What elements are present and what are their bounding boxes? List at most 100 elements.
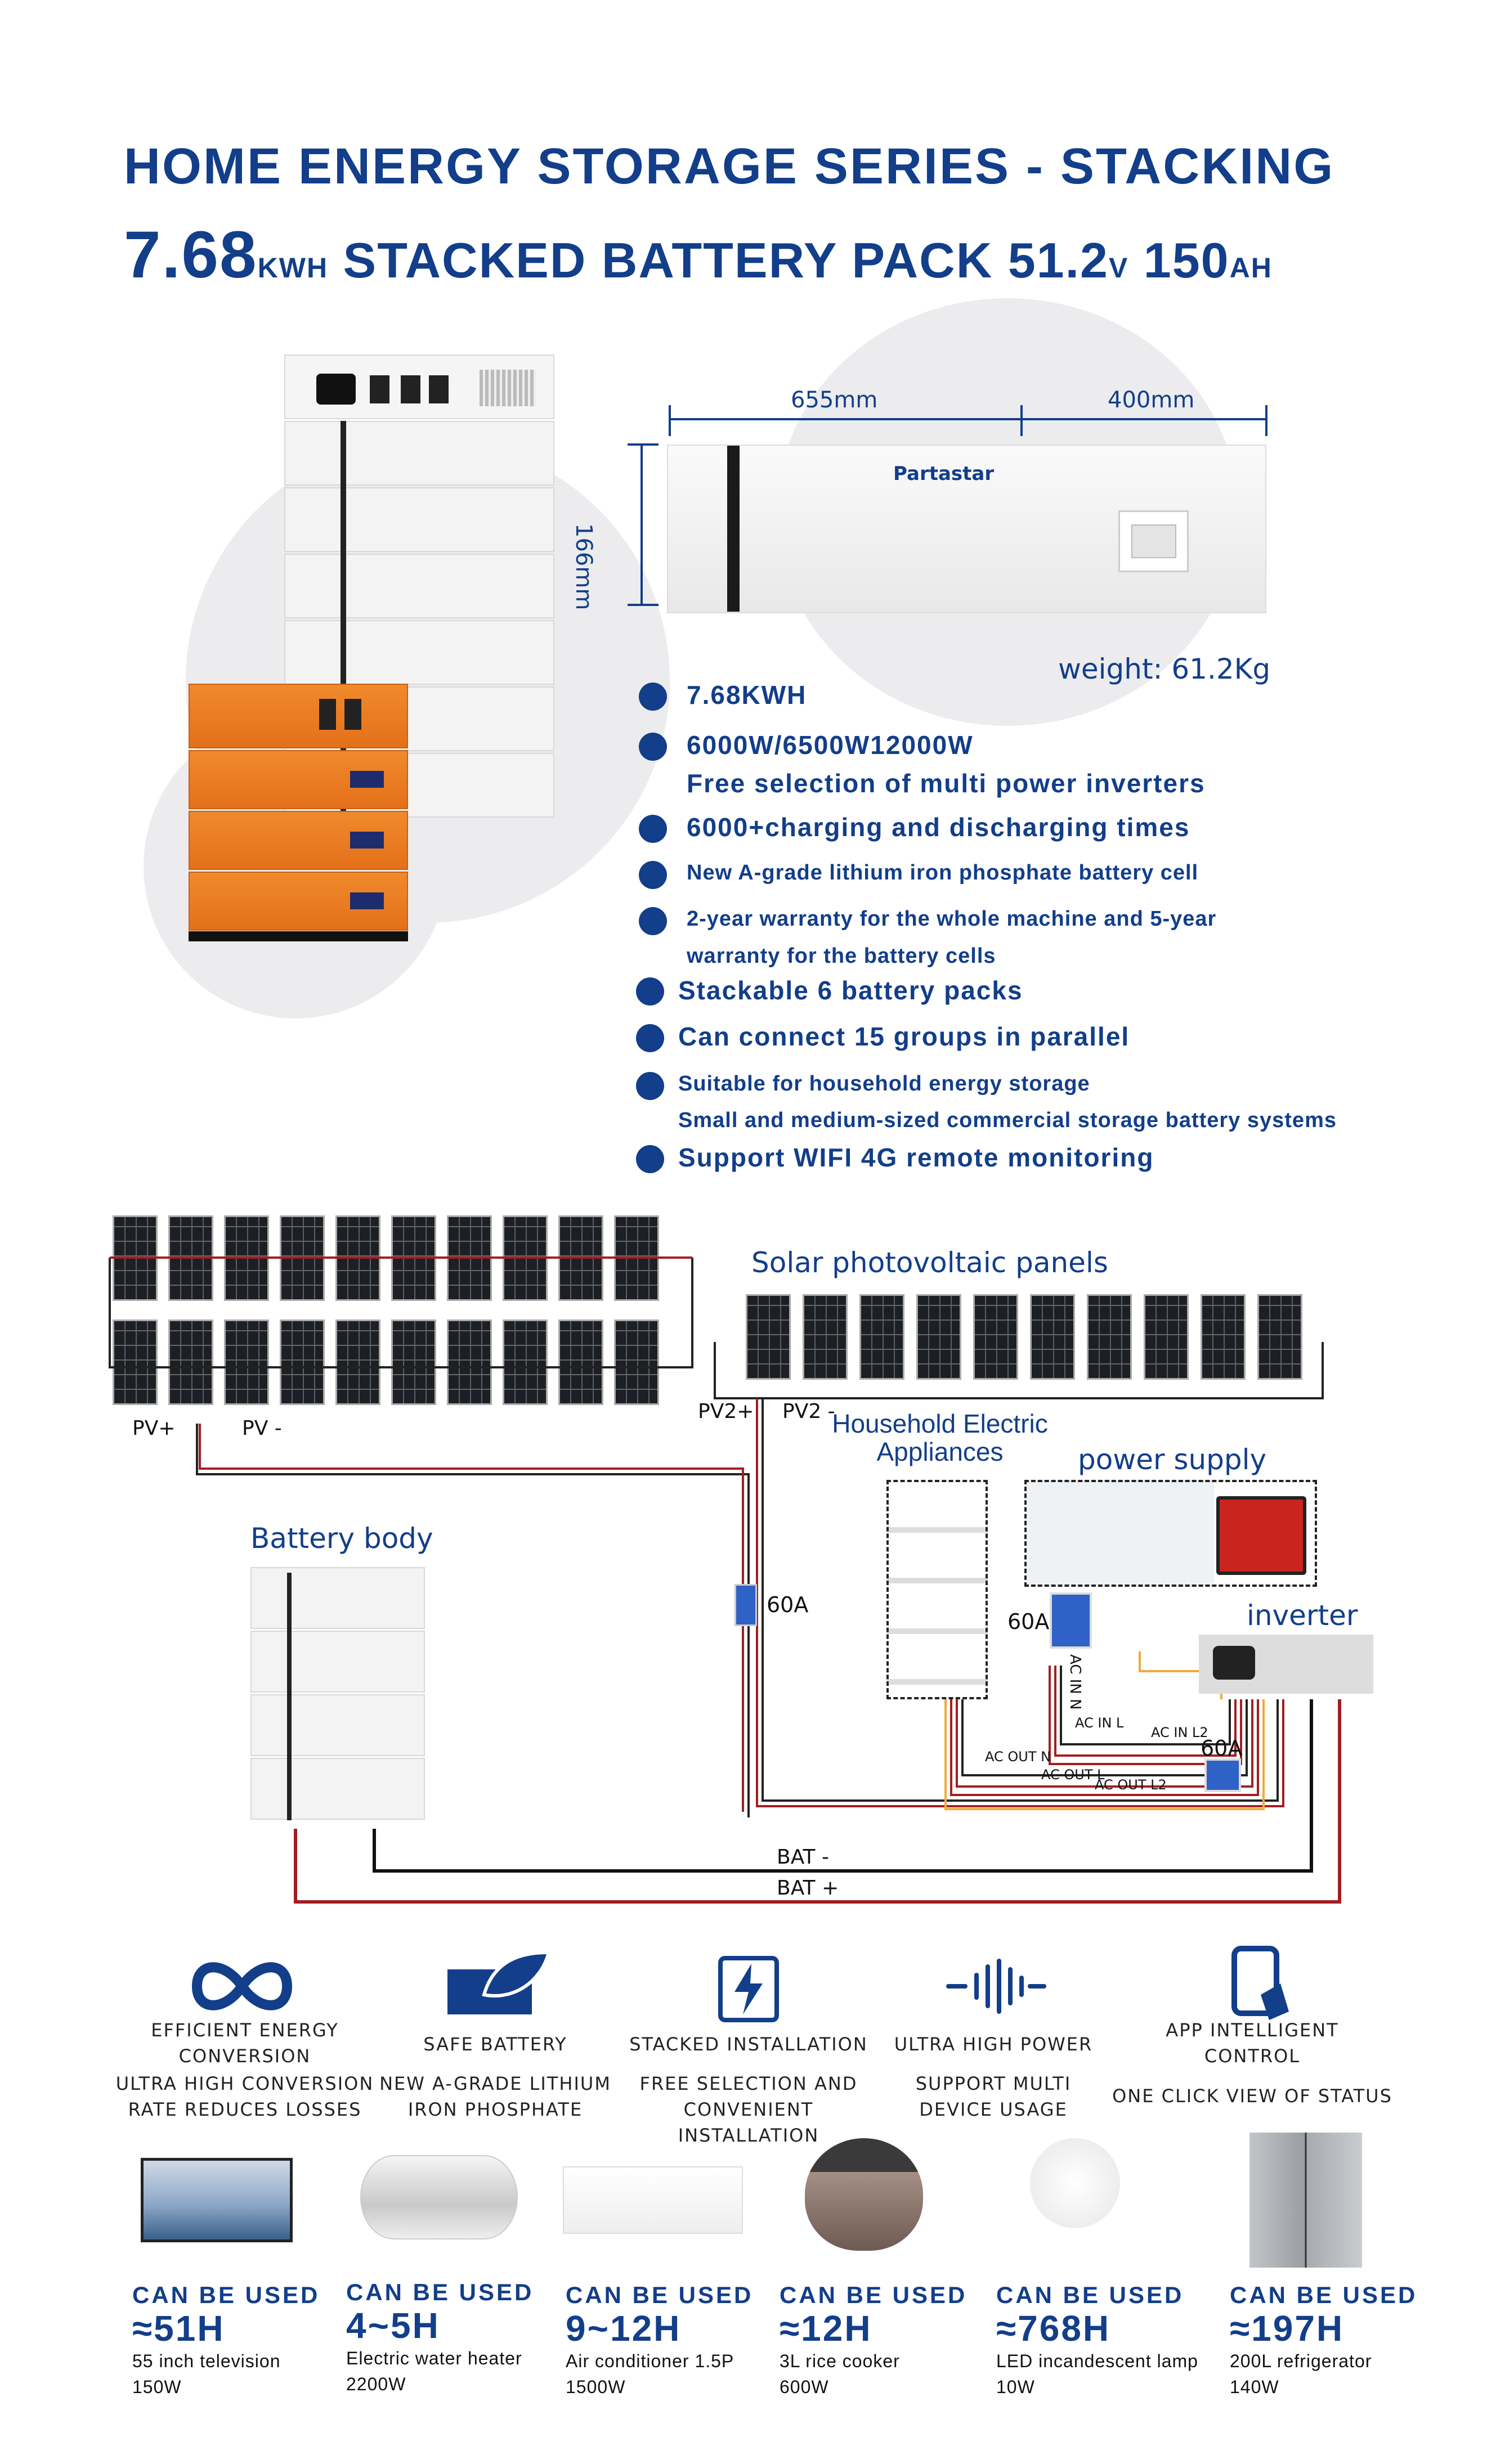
battery-module-photo: Partastar bbox=[667, 445, 1266, 613]
bullet-icon bbox=[636, 1024, 664, 1052]
usage-device: 3L rice cooker bbox=[780, 2351, 900, 2371]
usage-device: Electric water heater bbox=[346, 2348, 522, 2368]
ac-out-l2-label: AC OUT L2 bbox=[1095, 1777, 1167, 1793]
rice-cooker-image bbox=[805, 2138, 923, 2251]
feature-subtext: warranty for the battery cells bbox=[687, 944, 996, 968]
feature-item: 6000+charging and discharging times bbox=[687, 813, 1190, 842]
width-label: 400mm bbox=[1108, 387, 1195, 413]
voltage-value: 51.2 bbox=[1007, 232, 1109, 288]
solar-panel bbox=[447, 1319, 492, 1405]
voltage-unit: V bbox=[1108, 252, 1129, 284]
ac-in-l2-label: AC IN L2 bbox=[1151, 1725, 1208, 1740]
bat-plus-label: BAT + bbox=[777, 1877, 839, 1900]
air-conditioner-image bbox=[563, 2166, 743, 2234]
bullet-icon bbox=[636, 1145, 664, 1173]
highlight-title: EFFICIENT ENERGY CONVERSION bbox=[151, 2019, 339, 2067]
feature-item: Stackable 6 battery packs bbox=[678, 976, 1023, 1005]
orange-battery-stack-photo bbox=[189, 684, 408, 965]
feature-item: 6000W/6500W12000W bbox=[687, 730, 974, 760]
usage-label: CAN BE USED bbox=[346, 2279, 534, 2305]
solar-panel bbox=[335, 1319, 380, 1405]
dimension-lines bbox=[628, 405, 1267, 606]
solar-panel bbox=[859, 1294, 904, 1380]
feature-item: 7.68KWH bbox=[687, 680, 807, 710]
ac-in-l-label: AC IN L bbox=[1075, 1715, 1124, 1731]
usage-duration: ≈12H bbox=[780, 2308, 872, 2349]
solar-panels-label: Solar photovoltaic panels bbox=[751, 1246, 1108, 1279]
weight-label: weight: 61.2Kg bbox=[1058, 653, 1271, 685]
pv2-minus-label: PV2 - bbox=[782, 1400, 835, 1423]
breaker-icon bbox=[734, 1584, 757, 1626]
bullet-icon bbox=[639, 861, 667, 889]
power-supply-label: power supply bbox=[1078, 1443, 1267, 1476]
usage-label: CAN BE USED bbox=[132, 2282, 320, 2308]
feature-item: Support WIFI 4G remote monitoring bbox=[678, 1143, 1154, 1172]
length-label: 655mm bbox=[791, 387, 878, 413]
page-title: HOME ENERGY STORAGE SERIES - STACKING bbox=[124, 138, 1335, 195]
solar-panel bbox=[973, 1294, 1018, 1380]
battery-body-image bbox=[250, 1567, 425, 1826]
ac-out-n-label: AC OUT N bbox=[985, 1749, 1051, 1765]
inverter-label: inverter bbox=[1247, 1599, 1358, 1632]
breaker-label: 60A bbox=[1007, 1609, 1050, 1634]
capacity-unit: KWH bbox=[257, 252, 329, 284]
ac-out-l-label: AC OUT L bbox=[1041, 1767, 1105, 1783]
solar-panel bbox=[746, 1294, 791, 1380]
breaker-label: 60A bbox=[767, 1592, 809, 1617]
pv-minus-label: PV - bbox=[242, 1417, 282, 1440]
solar-panel bbox=[916, 1294, 961, 1380]
refrigerator-image bbox=[1249, 2133, 1362, 2268]
pv2-plus-label: PV2+ bbox=[698, 1400, 754, 1423]
ah-unit: AH bbox=[1229, 252, 1273, 284]
bullet-icon bbox=[636, 977, 664, 1006]
solar-panel bbox=[168, 1319, 213, 1405]
inverter-image bbox=[1199, 1635, 1373, 1694]
usage-label: CAN BE USED bbox=[996, 2282, 1184, 2308]
solar-panel bbox=[391, 1319, 436, 1405]
usage-duration: 9~12H bbox=[566, 2308, 682, 2349]
water-heater-image bbox=[360, 2155, 518, 2239]
height-label: 166mm bbox=[571, 523, 597, 611]
capacity-value: 7.68 bbox=[124, 218, 258, 292]
brand-logo: Partastar bbox=[893, 463, 995, 485]
usage-power: 1500W bbox=[566, 2377, 626, 2397]
solar-panel bbox=[113, 1319, 158, 1405]
usage-power: 150W bbox=[132, 2377, 182, 2397]
highlight-desc: ONE CLICK VIEW OF STATUS bbox=[1112, 2085, 1392, 2107]
bullet-icon bbox=[636, 1072, 664, 1100]
phone-app-icon bbox=[1231, 1946, 1289, 2020]
led-lamp-image bbox=[1030, 2138, 1120, 2228]
highlight-title: ULTRA HIGH POWER bbox=[894, 2034, 1093, 2055]
feature-item: New A-grade lithium iron phosphate batte… bbox=[687, 861, 1199, 885]
solar-panel bbox=[224, 1319, 269, 1405]
power-wave-icon bbox=[946, 1959, 1046, 2014]
battery-leaf-icon bbox=[447, 1950, 551, 2014]
usage-power: 600W bbox=[780, 2377, 829, 2397]
usage-device: 200L refrigerator bbox=[1230, 2351, 1372, 2371]
usage-duration: ≈51H bbox=[132, 2308, 225, 2349]
product-title: 7.68KWH STACKED BATTERY PACK 51.2V 150AH bbox=[124, 217, 1273, 293]
bullet-icon bbox=[639, 907, 667, 935]
highlight-desc: NEW A-GRADE LITHIUM IRON PHOSPHATE bbox=[379, 2073, 611, 2120]
usage-label: CAN BE USED bbox=[780, 2282, 968, 2308]
feature-item: Can connect 15 groups in parallel bbox=[678, 1022, 1130, 1051]
feature-item: 2-year warranty for the whole machine an… bbox=[687, 907, 1217, 931]
feature-subtext: Free selection of multi power inverters bbox=[687, 769, 1206, 798]
usage-device: Air conditioner 1.5P bbox=[566, 2351, 734, 2371]
ac-in-n-label: AC IN N bbox=[1067, 1654, 1083, 1710]
usage-device: 55 inch television bbox=[132, 2351, 281, 2371]
bullet-icon bbox=[639, 733, 667, 761]
usage-device: LED incandescent lamp bbox=[996, 2351, 1198, 2371]
feature-item: Suitable for household energy storage bbox=[678, 1072, 1090, 1096]
usage-label: CAN BE USED bbox=[566, 2282, 754, 2308]
solar-panel bbox=[503, 1319, 548, 1405]
product-name: STACKED BATTERY PACK bbox=[343, 232, 993, 288]
breaker-icon bbox=[1204, 1758, 1241, 1792]
solar-panel bbox=[280, 1319, 325, 1405]
